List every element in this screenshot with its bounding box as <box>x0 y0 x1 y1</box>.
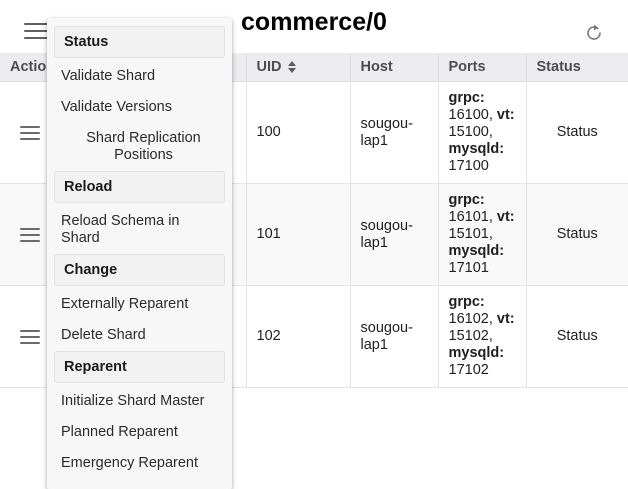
row-menu-bar <box>20 335 40 338</box>
port-value-vt: 15102, <box>448 328 493 344</box>
port-label-grpc: grpc: <box>448 294 485 310</box>
row-menu-icon[interactable] <box>20 329 40 344</box>
menu-item-delete-shard[interactable]: Delete Shard <box>61 327 146 343</box>
menu-section-reload: Reload <box>54 171 225 203</box>
menu-section-status: Status <box>54 26 225 58</box>
cell-uid: 100 <box>246 81 351 184</box>
port-label-mysqld: mysqld: <box>448 345 505 361</box>
port-value-grpc: 16101, <box>448 209 493 225</box>
menu-section-reparent: Reparent <box>54 351 225 383</box>
cell-host: sougou-lap1 <box>350 285 439 388</box>
cell-status[interactable]: Status <box>526 285 628 388</box>
port-label-vt: vt: <box>496 107 515 123</box>
port-value-vt: 15100, <box>448 124 493 140</box>
hamburger-bar <box>24 37 48 39</box>
column-header-ports: Ports <box>438 53 527 82</box>
row-menu-bar <box>20 137 40 140</box>
row-menu-icon[interactable] <box>20 125 40 140</box>
menu-item-validate-shard[interactable]: Validate Shard <box>61 68 156 84</box>
menu-item-validate-versions[interactable]: Validate Versions <box>61 99 172 115</box>
port-value-mysqld: 17100 <box>448 158 489 174</box>
sort-arrows-icon[interactable] <box>288 61 297 73</box>
hamburger-bar <box>24 23 48 25</box>
sort-descending-icon <box>288 68 297 73</box>
port-label-mysqld: mysqld: <box>448 141 505 157</box>
column-header-label: Ports <box>448 59 486 75</box>
port-label-vt: vt: <box>496 311 515 327</box>
cell-host: sougou-lap1 <box>350 81 439 184</box>
cell-ports: grpc: 16101, vt: 15101, mysqld: 17101 <box>438 183 527 286</box>
row-menu-bar <box>20 227 40 230</box>
row-menu-bar <box>20 341 40 344</box>
column-header-label: UID <box>256 59 282 75</box>
cell-uid: 102 <box>246 285 351 388</box>
hamburger-bar <box>24 30 48 32</box>
port-label-grpc: grpc: <box>448 90 485 106</box>
menu-item-emergency-reparent[interactable]: Emergency Reparent <box>61 455 199 471</box>
column-header-status: Status <box>526 53 628 82</box>
page-title: commerce/0 <box>241 8 387 36</box>
row-menu-bar <box>20 233 40 236</box>
menu-item-externally-reparent[interactable]: Externally Reparent <box>61 296 189 312</box>
row-menu-icon[interactable] <box>20 227 40 242</box>
menu-item-shard-replication-positions[interactable]: Shard Replication Positions <box>86 130 201 163</box>
cell-host: sougou-lap1 <box>350 183 439 286</box>
row-menu-bar <box>20 131 40 134</box>
menu-section-change: Change <box>54 254 225 286</box>
shard-actions-dropdown: Status Validate Shard Validate Versions … <box>47 18 232 489</box>
cell-status[interactable]: Status <box>526 183 628 286</box>
row-menu-bar <box>20 329 40 332</box>
row-menu-bar <box>20 239 40 242</box>
port-label-vt: vt: <box>496 209 515 225</box>
cell-ports: grpc: 16102, vt: 15102, mysqld: 17102 <box>438 285 527 388</box>
port-value-grpc: 16100, <box>448 107 493 123</box>
menu-item-initialize-shard-master[interactable]: Initialize Shard Master <box>61 393 205 409</box>
port-label-mysqld: mysqld: <box>448 243 505 259</box>
refresh-icon[interactable] <box>584 23 604 43</box>
sort-ascending-icon <box>288 61 297 66</box>
port-value-mysqld: 17102 <box>448 362 489 378</box>
port-value-vt: 15101, <box>448 226 493 242</box>
column-header-label: Status <box>536 59 581 75</box>
port-value-mysqld: 17101 <box>448 260 489 276</box>
hamburger-menu-icon[interactable] <box>24 23 48 39</box>
cell-ports: grpc: 16100, vt: 15100, mysqld: 17100 <box>438 81 527 184</box>
column-header-uid[interactable]: UID <box>246 53 351 82</box>
column-header-host: Host <box>350 53 439 82</box>
port-label-grpc: grpc: <box>448 192 485 208</box>
cell-status[interactable]: Status <box>526 81 628 184</box>
cell-uid: 101 <box>246 183 351 286</box>
port-value-grpc: 16102, <box>448 311 493 327</box>
menu-item-planned-reparent[interactable]: Planned Reparent <box>61 424 178 440</box>
menu-item-reload-schema-in-shard[interactable]: Reload Schema in Shard <box>61 213 180 246</box>
column-header-label: Host <box>360 59 393 75</box>
row-menu-bar <box>20 125 40 128</box>
